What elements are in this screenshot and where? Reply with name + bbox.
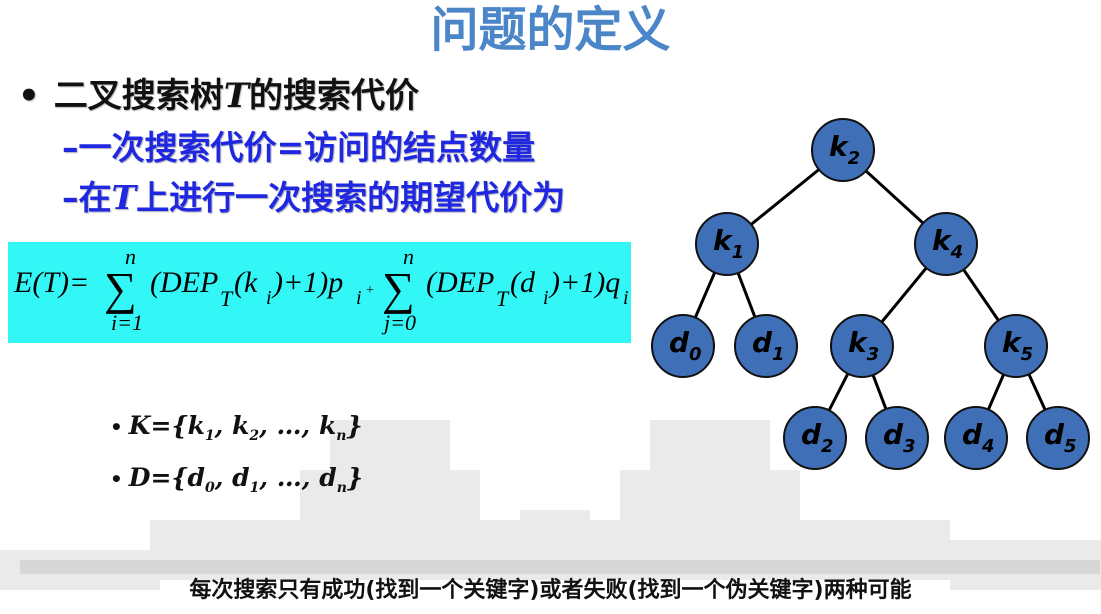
formula-sum1-sigma: ∑	[104, 263, 137, 314]
sub-bullet-cost-def: –一次搜索代价=访问的结点数量	[62, 128, 536, 167]
sub2-var-t: T	[111, 178, 137, 217]
tree-node-circle	[651, 314, 715, 378]
bullet-search-cost: • 二叉搜索树T的搜索代价	[18, 68, 419, 117]
tree-node-d1: d1	[734, 314, 798, 378]
set-k-sub: 2	[249, 428, 260, 444]
tree-node-circle	[783, 406, 847, 470]
set-d-part: d	[187, 463, 205, 492]
tree-node-circle	[914, 212, 978, 276]
tree-node-label: k2	[829, 130, 860, 169]
set-d-part: , d	[214, 463, 250, 492]
tree-node-label: k1	[713, 224, 744, 263]
tree-node-circle	[734, 314, 798, 378]
sub2-post: 上进行一次搜索的期望代价为	[136, 178, 566, 217]
set-k-part: k	[187, 411, 205, 440]
formula-term1-sub: T	[220, 286, 234, 311]
set-k-part: , k	[214, 411, 250, 440]
tree-node-d2: d2	[783, 406, 847, 470]
tree-node-label: d0	[669, 326, 702, 365]
formula-sum2-sigma: ∑	[382, 263, 415, 314]
tree-node-circle	[830, 314, 894, 378]
tree-node-label: d3	[883, 418, 916, 457]
set-k-row: •K={k1, k2, …, kn}	[110, 405, 363, 457]
tree-node-circle	[695, 212, 759, 276]
tree-node-circle	[984, 314, 1048, 378]
expected-cost-formula: E(T)= n ∑ i=1 (DEP T (k i )+1)p i + n ∑ …	[13, 244, 629, 335]
set-d-sub: 0	[205, 480, 215, 496]
formula-plus: +	[366, 283, 374, 298]
footer-note: 每次搜索只有成功(找到一个关键字)或者失败(找到一个伪关键字)两种可能	[189, 578, 912, 603]
tree-node-label: d4	[962, 418, 995, 457]
tree-node-label: k5	[1002, 326, 1033, 365]
tree-node-d3: d3	[865, 406, 929, 470]
tree-node-label: d5	[1044, 418, 1077, 457]
bullet-suffix: 的搜索代价	[249, 76, 420, 116]
tree-node-circle	[1026, 406, 1090, 470]
formula-box: E(T)= n ∑ i=1 (DEP T (k i )+1)p i + n ∑ …	[8, 242, 631, 343]
formula-term2-c: )+1)q	[548, 266, 620, 299]
formula-term1-i: i	[266, 287, 272, 309]
tree-node-k5: k5	[984, 314, 1048, 378]
formula-sum2-top: n	[403, 244, 414, 269]
set-d-sub: 1	[249, 480, 260, 496]
tree-node-k3: k3	[830, 314, 894, 378]
tree-node-label: k3	[848, 326, 879, 365]
set-k-sub: 1	[204, 428, 215, 444]
bullet-dot: •	[18, 76, 40, 116]
formula-term2-a: (DEP	[426, 266, 494, 299]
set-k-bullet: •	[110, 415, 123, 439]
tree-node-d5: d5	[1026, 406, 1090, 470]
set-d-sub: n	[336, 480, 347, 496]
tree-node-d4: d4	[944, 406, 1008, 470]
formula-term2-sub: T	[496, 286, 510, 311]
sub2-pre: –在	[62, 178, 112, 217]
tree-node-k1: k1	[695, 212, 759, 276]
set-d-bullet: •	[110, 467, 123, 491]
formula-sum2-bottom: j=0	[381, 310, 416, 335]
tree-node-circle	[865, 406, 929, 470]
tree-node-label: d1	[752, 326, 785, 365]
tree-node-circle	[811, 118, 875, 182]
tree-node-circle	[944, 406, 1008, 470]
set-d-part: , …, d	[259, 463, 337, 492]
set-d-label: D={	[128, 463, 188, 492]
formula-term2-b: (d	[510, 266, 536, 299]
formula-term2-q: i	[623, 287, 629, 309]
set-d-row: •D={d0, d1, …, dn}	[110, 457, 363, 509]
tree-node-k4: k4	[914, 212, 978, 276]
page-title: 问题的定义	[430, 2, 671, 58]
binary-search-tree-diagram: k2 k1 k4 d0 d1 k3 k5 d2 d3 d4 d5	[651, 118, 1090, 470]
set-k-part: }	[346, 411, 363, 440]
tree-node-label: k4	[932, 224, 963, 263]
tree-node-label: d2	[801, 418, 834, 457]
set-k-label: K={	[128, 411, 188, 440]
formula-lhs: E(T)=	[13, 266, 89, 299]
formula-term1-b: (k	[234, 266, 258, 299]
bullet-prefix: 二叉搜索树	[53, 76, 224, 116]
bullet-var-t: T	[223, 76, 250, 116]
set-d-part: }	[346, 463, 363, 492]
tree-node-d0: d0	[651, 314, 715, 378]
formula-term1-c: )+1)p	[271, 266, 343, 299]
tree-node-k2: k2	[811, 118, 875, 182]
formula-sum1-bottom: i=1	[111, 310, 143, 335]
set-k-part: , …, k	[259, 411, 337, 440]
formula-term1-a: (DEP	[150, 266, 218, 299]
sub-bullet-expected-cost: –在T上进行一次搜索的期望代价为	[62, 171, 565, 219]
formula-sum1-top: n	[125, 244, 136, 269]
formula-term1-p: i	[356, 287, 362, 309]
set-k-sub: n	[336, 428, 347, 444]
formula-term2-i: i	[543, 287, 549, 309]
set-definitions: •K={k1, k2, …, kn} •D={d0, d1, …, dn}	[110, 405, 363, 509]
